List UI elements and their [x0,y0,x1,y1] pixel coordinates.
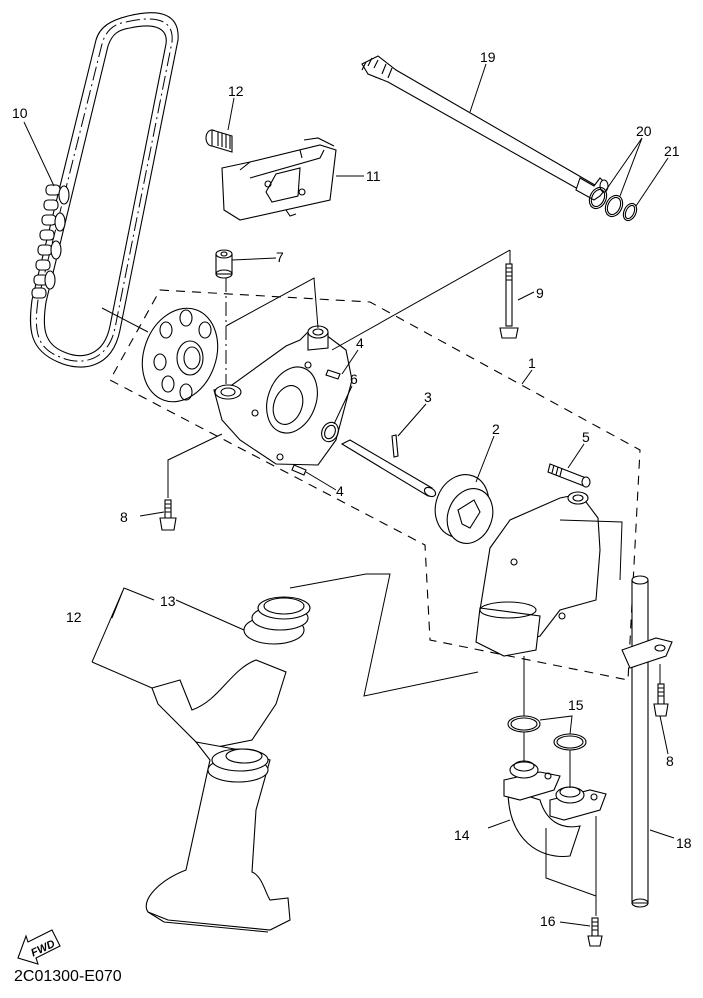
callout-17: 16 [540,913,556,929]
callout-6: 6 [350,371,358,387]
pump-body[interactable] [475,491,601,657]
callout-18: 18 [676,835,692,851]
callout-14: 12 [228,83,244,99]
callout-19: 19 [480,49,496,65]
fwd-arrow-icon: FWD [17,929,61,965]
callout-11: 13 [160,593,176,609]
callout-15: 14 [454,827,470,843]
callout-8-right: 8 [666,753,674,769]
callout-21: 21 [664,143,680,159]
leader-lines [23,63,675,927]
o-ring-part-11[interactable] [243,596,311,645]
callout-13: 11 [366,168,381,184]
callout-4-upper: 4 [356,335,364,351]
oil-delivery-pipe-part-15[interactable] [503,760,607,858]
callout-12: 10 [12,105,28,121]
dowel-pin-part-4-upper[interactable] [325,369,341,380]
chain-guide-part-13[interactable] [221,137,337,221]
o-ring-part-20a[interactable] [586,185,610,212]
bolt-part-17[interactable] [587,917,603,947]
pump-cover[interactable] [213,325,353,466]
pump-shaft[interactable] [340,439,437,498]
rotor-part-2[interactable] [427,467,501,550]
collar-part-7[interactable] [215,249,233,279]
callouts: 10 12 11 19 20 21 7 9 1 4 6 3 2 5 4 8 13… [12,49,692,929]
screw-part-14[interactable] [205,129,233,153]
callout-9: 9 [536,285,544,301]
callout-20: 20 [636,123,652,139]
o-ring-part-16b[interactable] [553,733,587,751]
callout-7: 7 [276,249,284,265]
bolt-part-9[interactable] [499,263,519,339]
chain-part-12[interactable] [29,12,179,368]
drawing-code: 2C01300-E070 [14,968,122,985]
sprocket[interactable] [130,298,230,413]
o-ring-part-20b[interactable] [602,193,626,220]
o-ring-part-21[interactable] [621,201,639,222]
bolt-part-5[interactable] [547,463,591,488]
callout-4-lower: 4 [336,483,344,499]
oil-strainer-part-10[interactable] [145,659,291,933]
bolt-part-8-right[interactable] [653,683,669,717]
callout-5: 5 [582,429,590,445]
pipe-part-18[interactable] [621,575,673,908]
bolt-part-8-left[interactable] [159,499,177,531]
callout-8-left: 8 [120,509,128,525]
callout-10: 12 [66,609,82,625]
pin-part-3[interactable] [391,434,399,458]
o-ring-part-16a[interactable] [507,715,541,733]
callout-1: 1 [528,355,536,371]
callout-3: 3 [424,389,432,405]
callout-2: 2 [492,421,500,437]
shaft-part-19[interactable] [361,55,609,201]
callout-16: 15 [568,697,584,713]
dowel-pin-part-4-lower[interactable] [291,464,307,476]
assembly-outline-part-1 [109,289,641,681]
